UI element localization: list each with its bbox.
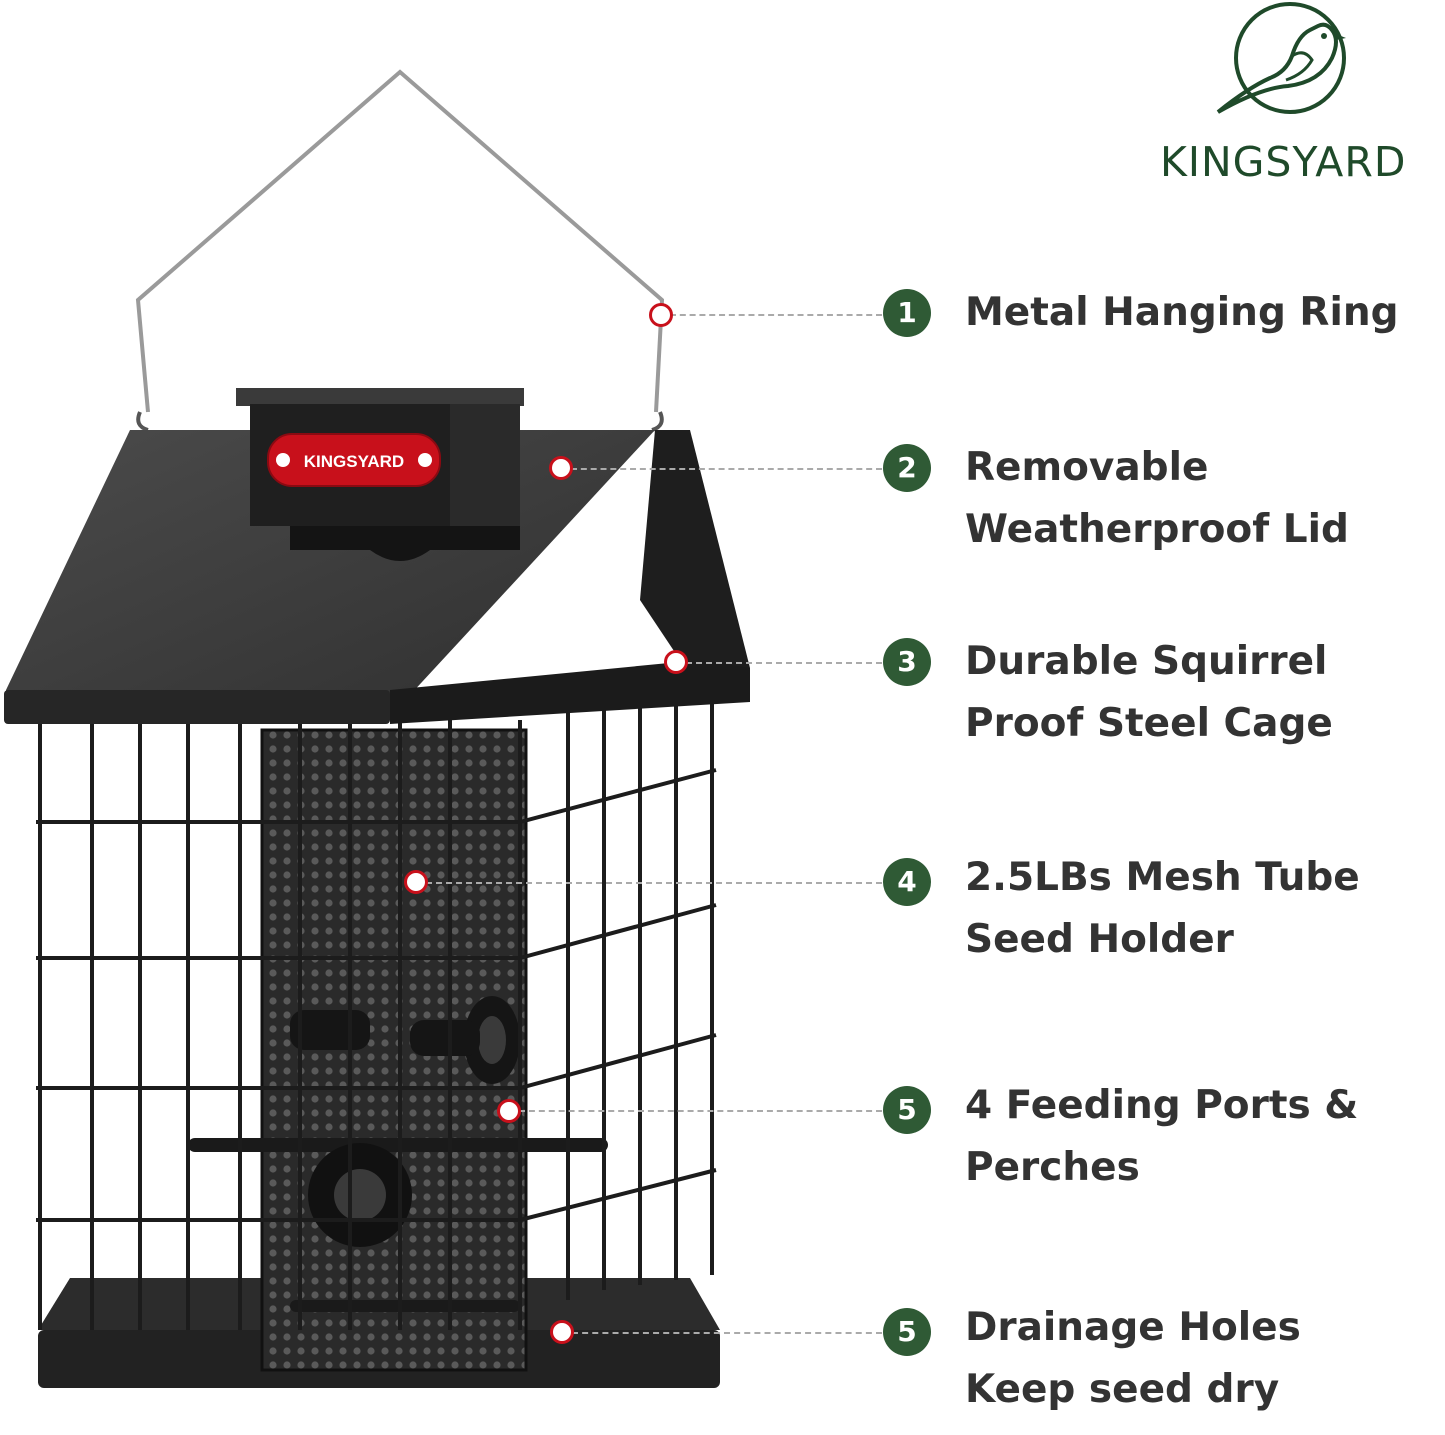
callout-dot [497,1099,521,1123]
hanging-wire [135,69,665,413]
brand-plate-text: KINGSYARD [304,452,404,471]
feature-line: Durable Squirrel [965,639,1328,684]
brand-logo: KINGSYARD [1160,0,1445,200]
lid-hopper [236,388,524,406]
callout-leader [519,1110,882,1112]
callout-dot [549,456,573,480]
callout-leader [686,662,882,664]
feature-line: Weatherproof Lid [965,507,1349,552]
callout-badge-2: 2 [883,444,931,492]
callout-badge-4: 4 [883,858,931,906]
feature-hanging-ring: Metal Hanging Ring [965,282,1399,344]
feature-removable-lid: Removable Weatherproof Lid [965,437,1349,561]
brand-plate [267,433,441,487]
callout-badge-1: 1 [883,289,931,337]
feature-mesh-tube: 2.5LBs Mesh Tube Seed Holder [965,847,1360,971]
feature-feeding-ports: 4 Feeding Ports & Perches [965,1075,1358,1199]
callout-leader [572,1332,882,1334]
bird-feeder-illustration: KINGSYARD [4,69,750,1388]
callout-dot [649,303,673,327]
steel-cage [36,660,717,1330]
feature-line: Seed Holder [965,917,1234,962]
callout-leader [426,882,882,884]
callout-dot [550,1320,574,1344]
callout-dot [404,870,428,894]
feature-line: 2.5LBs Mesh Tube [965,855,1360,900]
callout-badge-6: 5 [883,1308,931,1356]
brand-name: KINGSYARD [1160,138,1407,186]
feature-line: 4 Feeding Ports & [965,1083,1359,1128]
feature-line: Removable [965,445,1209,490]
feature-line: Perches [965,1145,1140,1190]
feature-steel-cage: Durable Squirrel Proof Steel Cage [965,631,1333,755]
feature-line: Metal Hanging Ring [965,290,1399,335]
callout-leader [670,314,882,316]
feature-line: Proof Steel Cage [965,701,1333,746]
callout-leader [571,468,882,470]
callout-badge-3: 3 [883,638,931,686]
feature-line: Keep seed dry [965,1367,1280,1412]
callout-badge-5: 5 [883,1086,931,1134]
feature-drainage-holes: Drainage Holes Keep seed dry [965,1297,1301,1421]
bird-in-circle-icon [1216,2,1346,114]
callout-dot [664,650,688,674]
feature-line: Drainage Holes [965,1305,1301,1350]
